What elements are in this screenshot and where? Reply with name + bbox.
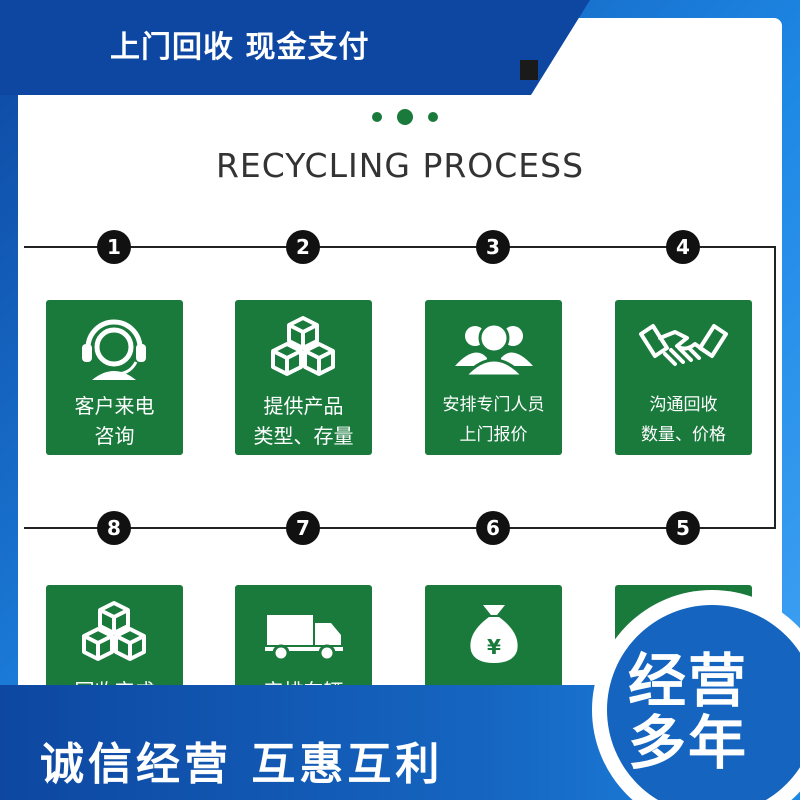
step-number-2: 2 (286, 230, 320, 264)
banner-edge-decoration (520, 60, 538, 80)
badge-line1: 经营 (628, 647, 749, 715)
section-heading: RECYCLING PROCESS (215, 146, 585, 185)
experience-badge (607, 605, 800, 800)
handshake-icon (639, 324, 728, 366)
step-card-4: 沟通回收 数量、价格 (615, 300, 752, 455)
step-card-2: 提供产品 类型、存量 (235, 300, 372, 455)
decorative-dots (370, 108, 440, 128)
step-label-line1: 客户来电 (74, 394, 155, 418)
footer-slogan: 诚信经营 互惠互利 (40, 739, 444, 790)
svg-text:¥: ¥ (487, 635, 501, 659)
dot (428, 112, 438, 122)
badge-line2: 多年 (628, 709, 749, 777)
step-label-line2: 咨询 (94, 424, 135, 448)
money-bag-icon: ¥ (470, 605, 518, 663)
step-label-line1: 提供产品 (263, 394, 344, 418)
truck-icon (265, 615, 343, 662)
headset-icon (82, 319, 146, 380)
dot (397, 109, 413, 125)
connector-line-right (774, 246, 776, 529)
step-label-line2: 类型、存量 (253, 424, 354, 448)
step-number-6: 6 (476, 511, 510, 545)
connector-line-bottom (24, 527, 776, 529)
step-label-line1: 安排专门人员 (442, 395, 545, 415)
boxes-icon (82, 601, 146, 661)
header-banner (0, 0, 590, 95)
step-number-4: 4 (666, 230, 700, 264)
step-number-8: 8 (97, 511, 131, 545)
boxes-icon (271, 316, 335, 376)
step-label-line1: 沟通回收 (649, 395, 718, 415)
step-label-line2: 上门报价 (459, 425, 528, 445)
badge-text: 经营 多年 (628, 650, 748, 774)
step-label-line2: 数量、价格 (641, 425, 726, 445)
people-icon (455, 322, 533, 378)
step-number-5: 5 (666, 511, 700, 545)
connector-line-top (24, 246, 776, 248)
step-card-1: 客户来电 咨询 (46, 300, 183, 455)
dot (372, 112, 382, 122)
header-title: 上门回收 现金支付 (110, 30, 370, 65)
step-card-3: 安排专门人员 上门报价 (425, 300, 562, 455)
step-number-1: 1 (97, 230, 131, 264)
step-number-7: 7 (286, 511, 320, 545)
step-number-3: 3 (476, 230, 510, 264)
